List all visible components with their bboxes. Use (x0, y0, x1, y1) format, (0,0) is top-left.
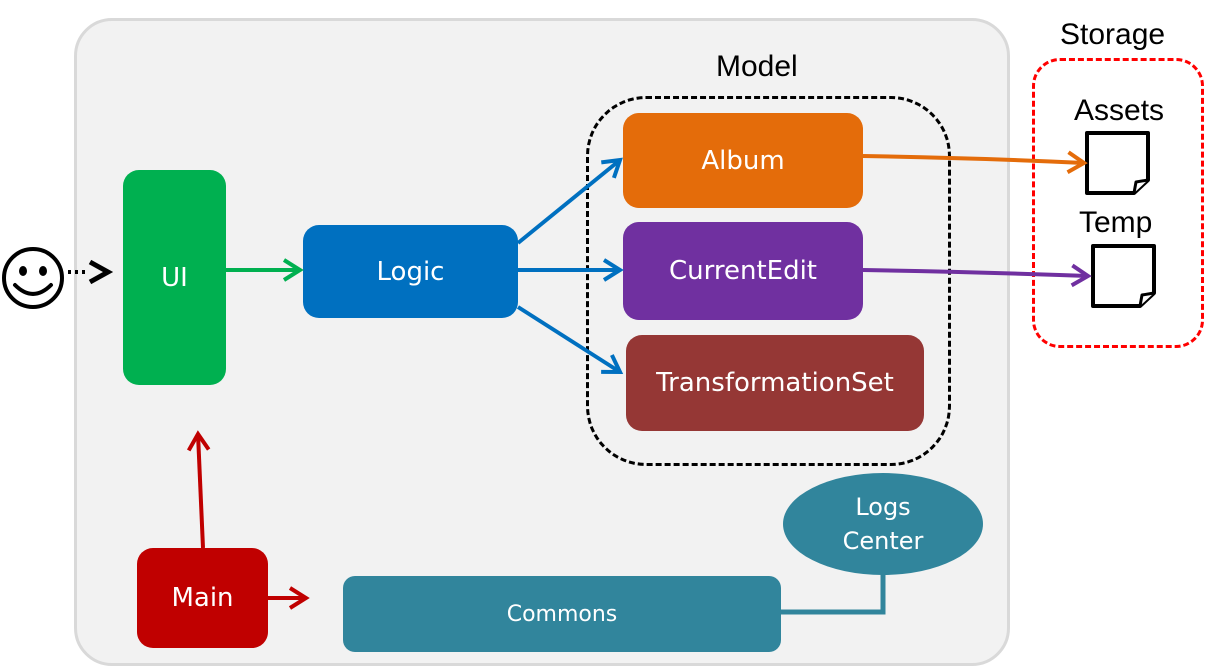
logs-center-label-line2: Center (842, 527, 924, 555)
logic-component: Logic (303, 225, 518, 318)
current-edit-label: CurrentEdit (668, 256, 817, 286)
ui-label: UI (161, 262, 188, 293)
ui-component: UI (123, 170, 226, 385)
logic-to-transformation-set-arrow (516, 305, 624, 375)
album-label: Album (701, 145, 785, 176)
logs-center-component: Logs Center (783, 473, 983, 575)
logic-to-album-arrow (516, 157, 623, 245)
album-to-assets-arrow (862, 150, 1088, 174)
temp-label: Temp (1079, 206, 1153, 239)
main-component: Main (137, 548, 268, 648)
current-edit-to-temp-arrow (862, 263, 1092, 288)
commons-label: Commons (506, 601, 618, 627)
model-region (586, 96, 951, 466)
logs-center-label-line1: Logs (855, 493, 911, 521)
main-label: Main (171, 583, 234, 613)
album-component: Album (623, 113, 863, 208)
document-icon (1091, 244, 1156, 308)
storage-label: Storage (1060, 18, 1166, 51)
main-to-ui-arrow (186, 430, 211, 549)
assets-label: Assets (1074, 94, 1165, 127)
logic-label: Logic (376, 256, 445, 287)
current-edit-component: CurrentEdit (623, 222, 863, 320)
commons-component: Commons (343, 576, 781, 652)
storage-region (1032, 58, 1204, 348)
smiley-icon (2, 247, 64, 309)
transformation-set-label: TransformationSet (656, 368, 894, 398)
user-to-ui-arrowhead (88, 259, 114, 285)
model-label: Model (716, 50, 798, 83)
commons-to-logs-center-connector (781, 574, 886, 615)
transformation-set-component: TransformationSet (626, 335, 924, 431)
document-icon (1085, 131, 1150, 195)
